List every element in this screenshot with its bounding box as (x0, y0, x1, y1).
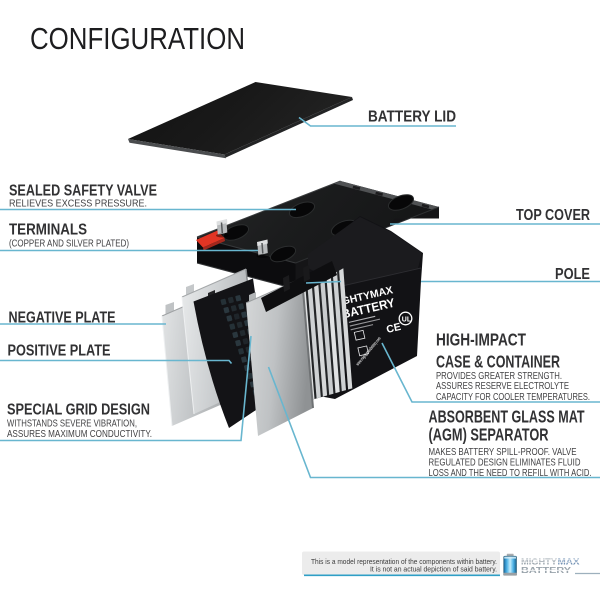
svg-text:CE: CE (385, 321, 402, 336)
svg-text:(AGM) SEPARATOR: (AGM) SEPARATOR (429, 425, 549, 445)
svg-text:ASSURES RESERVE ELECTROLYTE: ASSURES RESERVE ELECTROLYTE (436, 380, 569, 392)
svg-text:HIGH-IMPACT: HIGH-IMPACT (436, 330, 526, 350)
svg-text:CAPACITY FOR COOLER TEMPERATUR: CAPACITY FOR COOLER TEMPERATURES. (436, 391, 590, 403)
svg-text:SEALED SAFETY VALVE: SEALED SAFETY VALVE (9, 183, 157, 200)
svg-text:REGULATED DESIGN ELIMINATES FL: REGULATED DESIGN ELIMINATES FLUID (429, 457, 581, 469)
svg-text:BATTERY LID: BATTERY LID (368, 109, 456, 126)
svg-text:NEGATIVE PLATE: NEGATIVE PLATE (9, 310, 116, 327)
svg-text:RELIEVES EXCESS PRESSURE.: RELIEVES EXCESS PRESSURE. (9, 197, 147, 209)
svg-text:POLE: POLE (555, 266, 590, 283)
svg-text:MAKES BATTERY SPILL-PROOF. VAL: MAKES BATTERY SPILL-PROOF. VALVE (429, 446, 577, 458)
svg-text:ASSURES MAXIMUM CONDUCTIVITY.: ASSURES MAXIMUM CONDUCTIVITY. (7, 428, 152, 440)
svg-text:UL: UL (402, 316, 412, 323)
svg-text:(COPPER AND SILVER PLATED): (COPPER AND SILVER PLATED) (9, 238, 129, 250)
svg-text:MAX: MAX (558, 557, 580, 567)
svg-text:CASE & CONTAINER: CASE & CONTAINER (436, 352, 560, 372)
svg-text:MIGHTY: MIGHTY (521, 557, 557, 567)
svg-text:It is not an actual depiction: It is not an actual depiction of said ba… (370, 564, 497, 573)
svg-text:LOSS AND THE NEED TO REFILL WI: LOSS AND THE NEED TO REFILL WITH ACID. (429, 467, 592, 479)
svg-text:TERMINALS: TERMINALS (9, 222, 87, 239)
svg-text:WITHSTANDS SEVERE VIBRATION,: WITHSTANDS SEVERE VIBRATION, (7, 418, 137, 430)
svg-text:CONFIGURATION: CONFIGURATION (30, 21, 245, 56)
svg-text:ABSORBENT GLASS MAT: ABSORBENT GLASS MAT (429, 407, 585, 427)
svg-text:SPECIAL GRID DESIGN: SPECIAL GRID DESIGN (7, 402, 150, 419)
svg-text:TOP COVER: TOP COVER (516, 207, 590, 224)
svg-text:POSITIVE PLATE: POSITIVE PLATE (8, 343, 111, 360)
svg-text:This is a model representation: This is a model representation of the co… (311, 557, 497, 566)
svg-text:PROVIDES GREATER STRENGTH.: PROVIDES GREATER STRENGTH. (436, 370, 562, 382)
